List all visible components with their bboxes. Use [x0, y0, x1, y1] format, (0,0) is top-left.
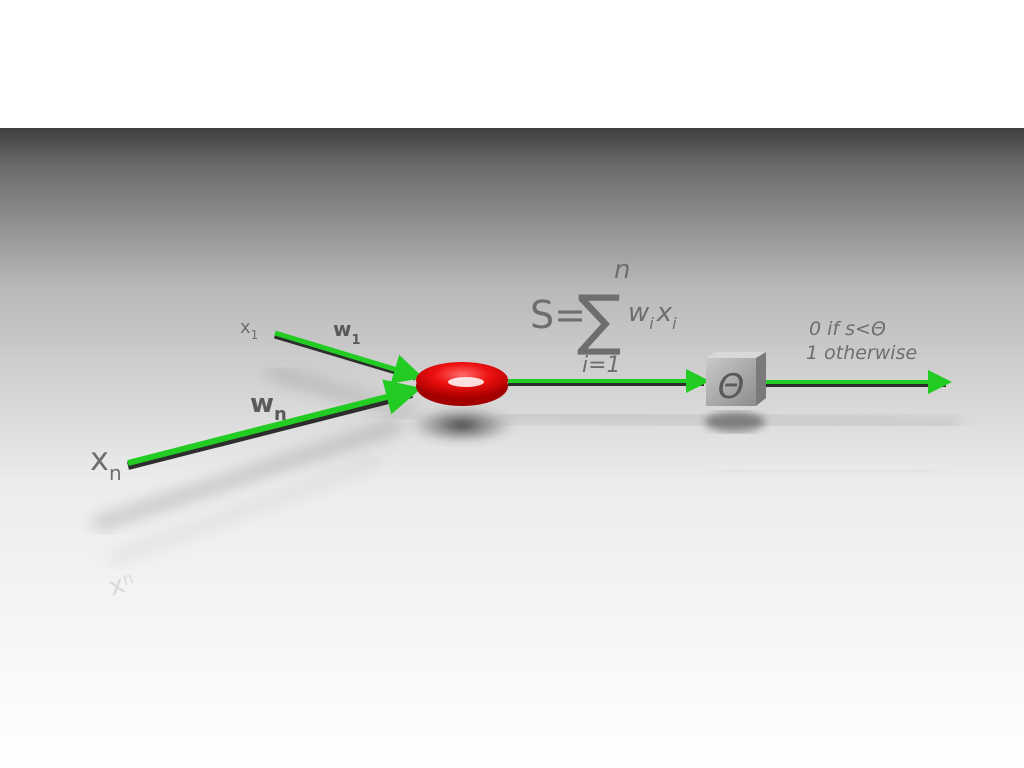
weight-wn-label: wn: [250, 389, 287, 425]
input-x1-sub: 1: [251, 328, 259, 342]
formula-x: x: [656, 298, 673, 328]
input-x1-label: x1: [240, 317, 258, 342]
neuron-highlight: [448, 377, 484, 387]
input-xn-label: xn: [90, 440, 122, 485]
threshold-side: [756, 352, 766, 406]
formula-upper: n: [614, 255, 630, 285]
far-streak: [719, 467, 936, 475]
threshold-top: [706, 352, 766, 358]
threshold-front: [706, 358, 756, 406]
threshold-shadow: [705, 412, 765, 432]
weight-w1-sub: 1: [351, 333, 360, 348]
backdrop-top: [0, 0, 1024, 128]
formula-x-sub: i: [672, 314, 677, 333]
input-x1-arrow: [274, 330, 424, 384]
weight-wn-base: w: [250, 389, 274, 419]
threshold-unit: Θ: [706, 352, 766, 407]
input-xn-base: x: [90, 440, 109, 478]
formula-sigma: ∑: [577, 281, 621, 358]
input-arrows: [127, 330, 424, 470]
neuron: [416, 362, 508, 406]
formula-lower: i=1: [582, 353, 621, 378]
weight-wn-sub: n: [274, 404, 287, 425]
input-xn-arrow: [127, 379, 422, 466]
input-xn-shadow: [93, 420, 402, 530]
threshold-symbol: Θ: [718, 367, 745, 407]
threshold-rule-line1: 0 if s<Θ: [809, 318, 886, 340]
reflection-streak: [108, 457, 382, 563]
backdrop-gradient: [0, 128, 1024, 768]
formula-w-sub: i: [649, 314, 654, 333]
weight-w1-base: w: [333, 317, 351, 341]
threshold-rule-line2: 1 otherwise: [806, 342, 917, 364]
neuron-shadow: [410, 407, 514, 443]
weight-w1-label: w1: [333, 317, 361, 348]
input-x1-base: x: [240, 317, 251, 338]
formula-lhs: S=: [530, 293, 586, 337]
input-xn-sub: n: [109, 461, 122, 485]
formula-w: w: [628, 298, 650, 328]
